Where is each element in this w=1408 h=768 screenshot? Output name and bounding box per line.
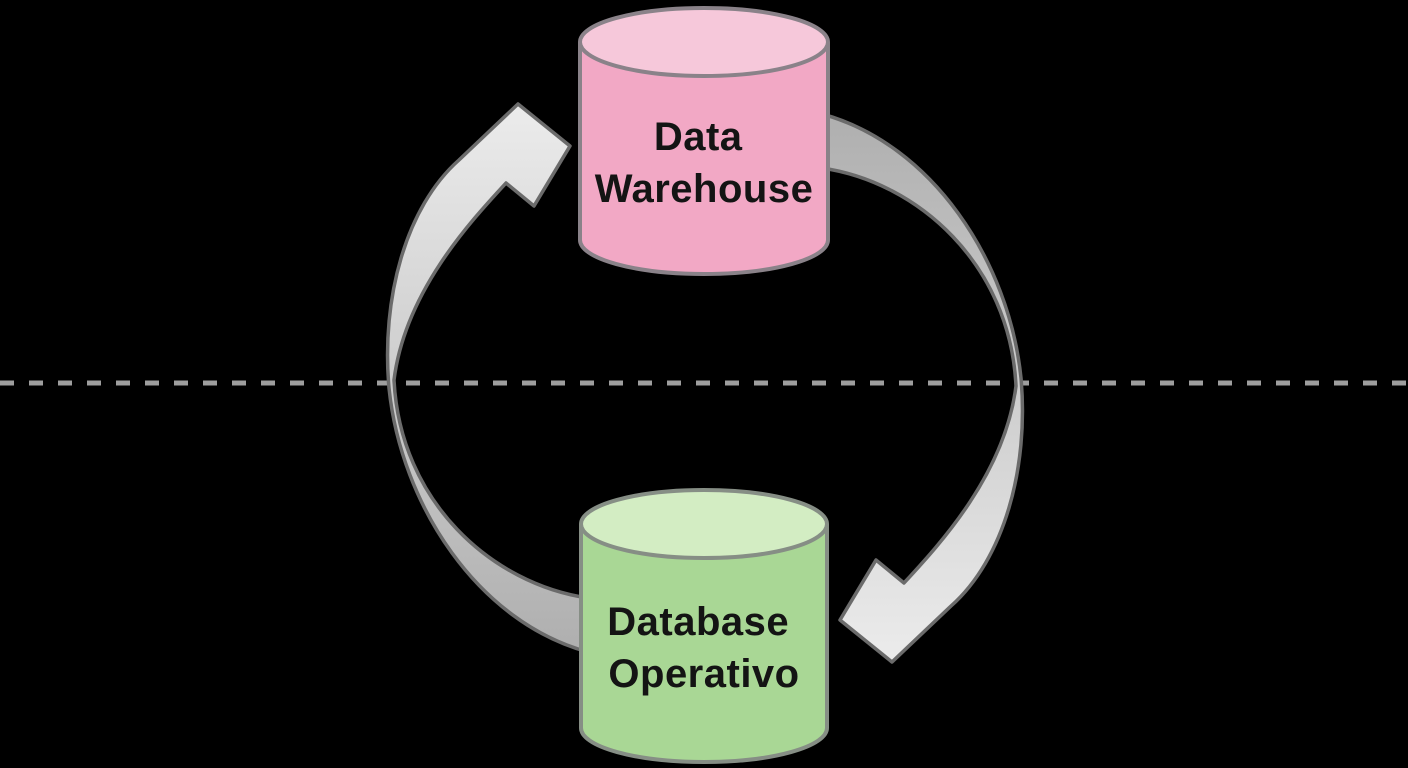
database-operativo-label: Database Operativo — [607, 600, 801, 696]
data-warehouse-node: Data Warehouse — [578, 6, 830, 276]
database-operativo-label-line2: Operativo — [608, 652, 799, 696]
data-warehouse-label-line2: Warehouse — [595, 167, 814, 211]
database-operativo-label-line1: Database — [607, 600, 789, 644]
database-operativo-cylinder-body — [581, 524, 827, 762]
data-warehouse-cylinder-top — [580, 8, 828, 76]
data-warehouse-cylinder-body — [580, 42, 828, 274]
cycle-arrow-down-icon — [820, 112, 1025, 664]
data-warehouse-label-line1: Data — [654, 115, 743, 159]
data-warehouse-cylinder-outline — [578, 42, 830, 276]
database-operativo-cylinder-top — [581, 490, 827, 558]
database-operativo-cylinder-outline — [579, 524, 829, 764]
data-warehouse-label: Data Warehouse — [595, 115, 814, 211]
database-operativo-node: Database Operativo — [579, 488, 829, 764]
database-operativo-cylinder-top-outline — [579, 488, 829, 560]
data-warehouse-cylinder-top-outline — [578, 6, 830, 78]
cycle-arrow-up-icon — [385, 102, 590, 654]
